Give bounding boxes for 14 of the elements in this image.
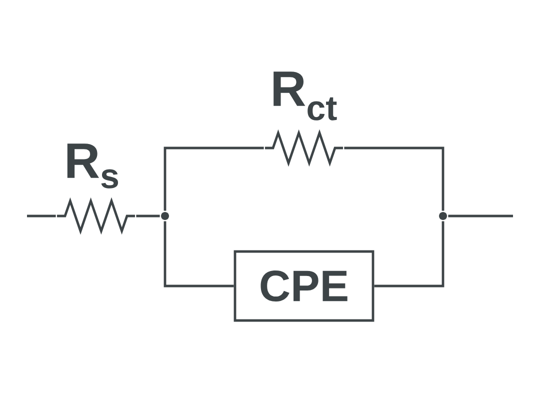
component-label: R$_{ct}$: [274, 72, 337, 120]
wire: [374, 221, 444, 288]
resistor: [57, 197, 135, 235]
junction-dot: [439, 212, 447, 220]
wire: [164, 146, 264, 211]
component-label: R$_{s}$: [67, 144, 118, 188]
wire: [164, 221, 234, 288]
component-box: CPE: [234, 250, 374, 322]
wire: [344, 146, 444, 211]
wire: [448, 214, 513, 218]
resistor: [265, 129, 343, 167]
wire: [136, 214, 160, 218]
junction-dot: [161, 212, 169, 220]
wire: [27, 214, 56, 218]
